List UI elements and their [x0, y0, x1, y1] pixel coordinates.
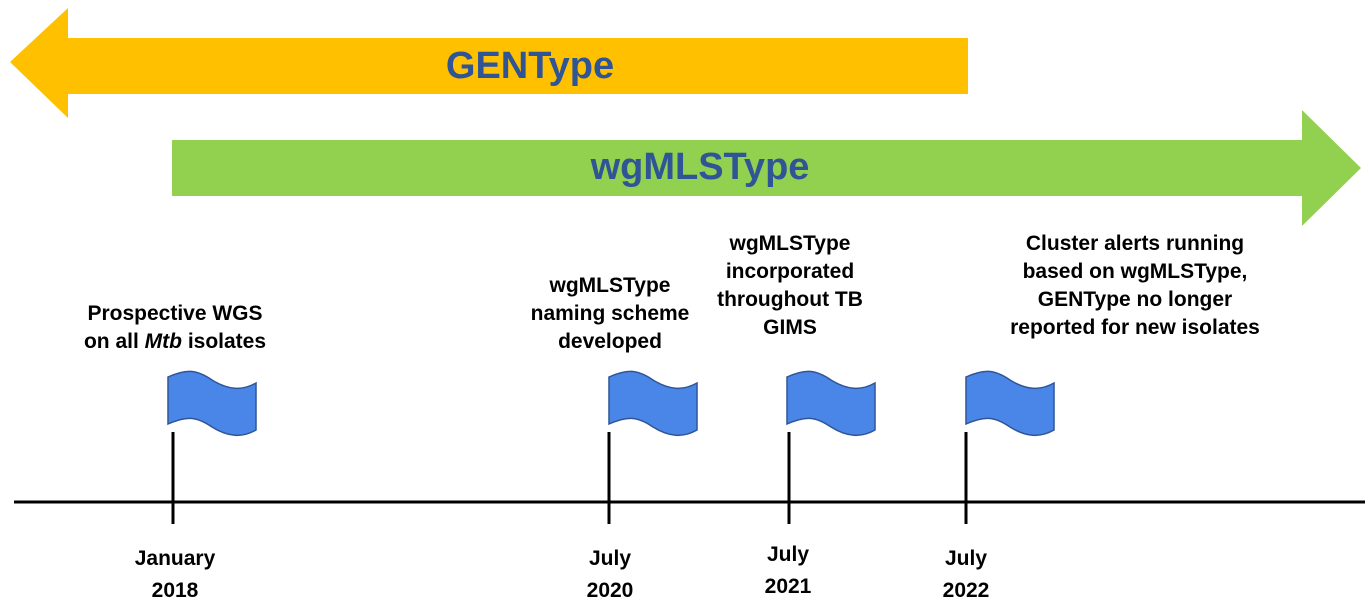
- milestone-line: throughout TB: [717, 288, 863, 311]
- milestone-line: naming scheme: [530, 302, 690, 325]
- milestone-description-2022: Cluster alerts running based on wgMLSType…: [980, 230, 1290, 342]
- gentype-label: GENType: [445, 45, 615, 87]
- flag-2021: [786, 370, 876, 524]
- flag-icon: [608, 370, 698, 436]
- date-year: 2020: [586, 579, 634, 602]
- milestone-line: Cluster alerts running: [1025, 232, 1245, 255]
- milestone-description-2021: wgMLSType incorporated throughout TB GIMS: [710, 230, 870, 342]
- milestone-line: developed: [558, 330, 662, 353]
- milestone-line: GIMS: [763, 316, 817, 339]
- date-year: 2021: [764, 575, 812, 598]
- date-month: January: [134, 547, 216, 570]
- wgmlstype-label: wgMLSType: [590, 146, 810, 188]
- date-label-2020: July 2020: [560, 543, 660, 607]
- gentype-arrow: [10, 8, 968, 118]
- wgmlstype-arrow: [172, 110, 1361, 226]
- milestone-description-2018: Prospective WGS on all Mtb isolates: [40, 300, 310, 356]
- milestone-line: wgMLSType: [549, 274, 671, 297]
- milestone-line: based on wgMLSType,: [1022, 260, 1248, 283]
- milestone-line: incorporated: [725, 260, 855, 283]
- milestone-line: Prospective WGS: [87, 302, 263, 325]
- flag-icon: [167, 370, 257, 436]
- date-label-2021: July 2021: [738, 539, 838, 603]
- date-month: July: [944, 547, 988, 570]
- flag-2020: [607, 370, 698, 524]
- flag-2018: [167, 370, 257, 524]
- flag-icon: [965, 370, 1055, 436]
- milestone-line: wgMLSType: [729, 232, 851, 255]
- date-label-2022: July 2022: [916, 543, 1016, 607]
- date-month: July: [588, 547, 632, 570]
- milestone-line: reported for new isolates: [1010, 316, 1260, 339]
- milestone-line: GENType no longer: [1037, 288, 1233, 311]
- date-year: 2022: [942, 579, 990, 602]
- date-year: 2018: [151, 579, 199, 602]
- flag-2022: [964, 370, 1055, 524]
- date-month: July: [766, 543, 810, 566]
- milestone-description-2020: wgMLSType naming scheme developed: [490, 272, 730, 356]
- date-label-2018: January 2018: [100, 543, 250, 607]
- flag-icon: [786, 370, 876, 436]
- milestone-line: on all Mtb isolates: [83, 330, 267, 353]
